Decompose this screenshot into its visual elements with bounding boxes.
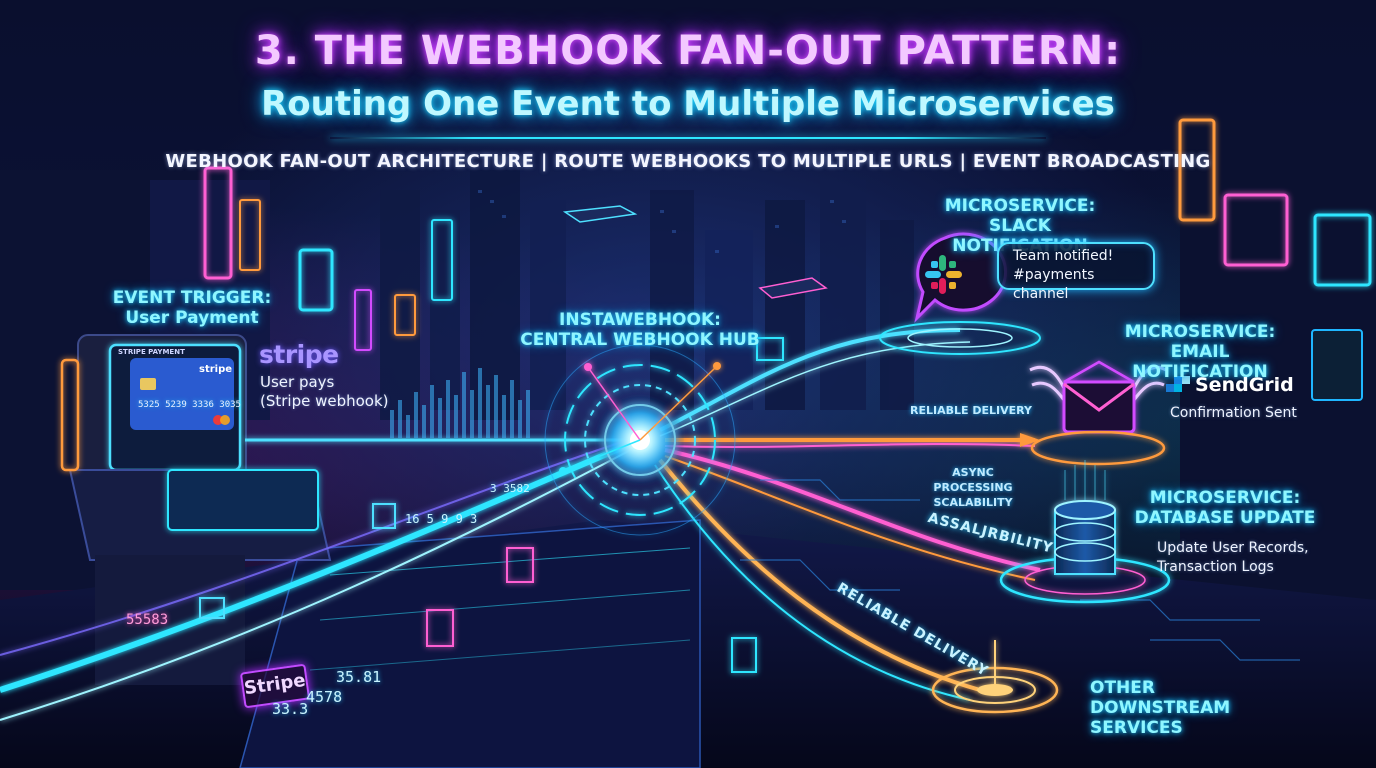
- hub-heading-line2: CENTRAL WEBHOOK HUB: [520, 330, 760, 350]
- fanout-flows: [654, 328, 1041, 701]
- email-heading-line1: MICROSERVICE:: [1124, 322, 1276, 342]
- slack-bubble-line1: Team notified!: [1013, 248, 1114, 264]
- trigger-heading-line2: User Payment: [125, 308, 259, 328]
- incoming-data-stream: [0, 435, 642, 721]
- database-description: Update User Records, Transaction Logs: [1157, 539, 1337, 577]
- page-title: 3. THE WEBHOOK FAN-OUT PATTERN:: [254, 28, 1122, 74]
- trigger-description-line1: User pays: [260, 373, 335, 391]
- city-skyline: [380, 170, 914, 420]
- hub-heading-line1: INSTAWEBHOOK:: [559, 310, 721, 330]
- flying-vehicles: [562, 205, 828, 299]
- readout-4: 35.81: [336, 668, 382, 686]
- other-services-line1: OTHER: [1090, 678, 1155, 698]
- trigger-description-line2: (Stripe webhook): [260, 392, 389, 410]
- tagline: WEBHOOK FAN-OUT ARCHITECTURE | ROUTE WEB…: [165, 151, 1211, 172]
- email-heading-line2: EMAIL NOTIFICATION: [1132, 342, 1268, 382]
- flow-label-async-line2: SCALABILITY: [933, 496, 1013, 509]
- trigger-heading: EVENT TRIGGER: User Payment: [112, 288, 272, 328]
- other-services-node: [931, 640, 1059, 714]
- floating-screens: [199, 337, 784, 673]
- database-icon: [999, 460, 1171, 604]
- flow-label-async: ASYNC PROCESSING SCALABILITY: [918, 465, 1028, 510]
- hub-heading: INSTAWEBHOOK: CENTRAL WEBHOOK HUB: [520, 310, 760, 350]
- title-divider: [330, 137, 1046, 139]
- database-heading-line1: MICROSERVICE:: [1149, 488, 1301, 508]
- sendgrid-logo: SendGrid: [1195, 374, 1294, 396]
- email-icon: [1029, 360, 1167, 466]
- data-bars: [390, 368, 530, 438]
- readout-1: 55583: [126, 612, 169, 628]
- slack-message-bubble: Team notified! #payments channel: [997, 242, 1155, 302]
- other-services-label: OTHER DOWNSTREAM SERVICES: [1090, 678, 1240, 738]
- floor-platform: [0, 519, 1376, 768]
- card-number: 5325 5239 3336 3035: [138, 400, 241, 410]
- readout-2: 33.3: [272, 700, 309, 718]
- trigger-heading-line1: EVENT TRIGGER:: [112, 288, 272, 308]
- slack-heading-line1: MICROSERVICE:: [944, 196, 1096, 216]
- slack-bubble-line2: #payments channel: [1013, 267, 1095, 302]
- trigger-description: User pays (Stripe webhook): [260, 373, 400, 411]
- email-description: Confirmation Sent: [1170, 405, 1297, 421]
- webhook-hub: [544, 344, 736, 536]
- slack-icon: [879, 232, 1041, 355]
- terminal-sign: STRIPE PAYMENT: [118, 348, 185, 356]
- flow-label-reliable-delivery: RELIABLE DELIVERY: [910, 404, 1032, 417]
- email-heading: MICROSERVICE: EMAIL NOTIFICATION: [1100, 322, 1300, 382]
- flow-label-async-line1: ASYNC PROCESSING: [933, 466, 1013, 494]
- readout-6: 3 3582: [490, 482, 530, 495]
- database-description-line1: Update User Records,: [1157, 540, 1309, 556]
- database-heading-line2: DATABASE UPDATE: [1134, 508, 1316, 528]
- database-description-line2: Transaction Logs: [1157, 559, 1274, 575]
- right-building: [1178, 118, 1376, 600]
- other-services-line2: DOWNSTREAM: [1090, 698, 1231, 718]
- sendgrid-icon: [1166, 376, 1190, 392]
- readout-3: 4578: [306, 688, 343, 706]
- card-brand: stripe: [199, 364, 233, 375]
- readout-5: 16 5 9 9 3: [405, 512, 478, 526]
- database-heading: MICROSERVICE: DATABASE UPDATE: [1130, 488, 1320, 528]
- credit-card: [130, 358, 234, 430]
- page-subtitle: Routing One Event to Multiple Microservi…: [261, 84, 1115, 124]
- other-services-line3: SERVICES: [1090, 718, 1183, 738]
- stripe-logo: stripe: [259, 340, 339, 369]
